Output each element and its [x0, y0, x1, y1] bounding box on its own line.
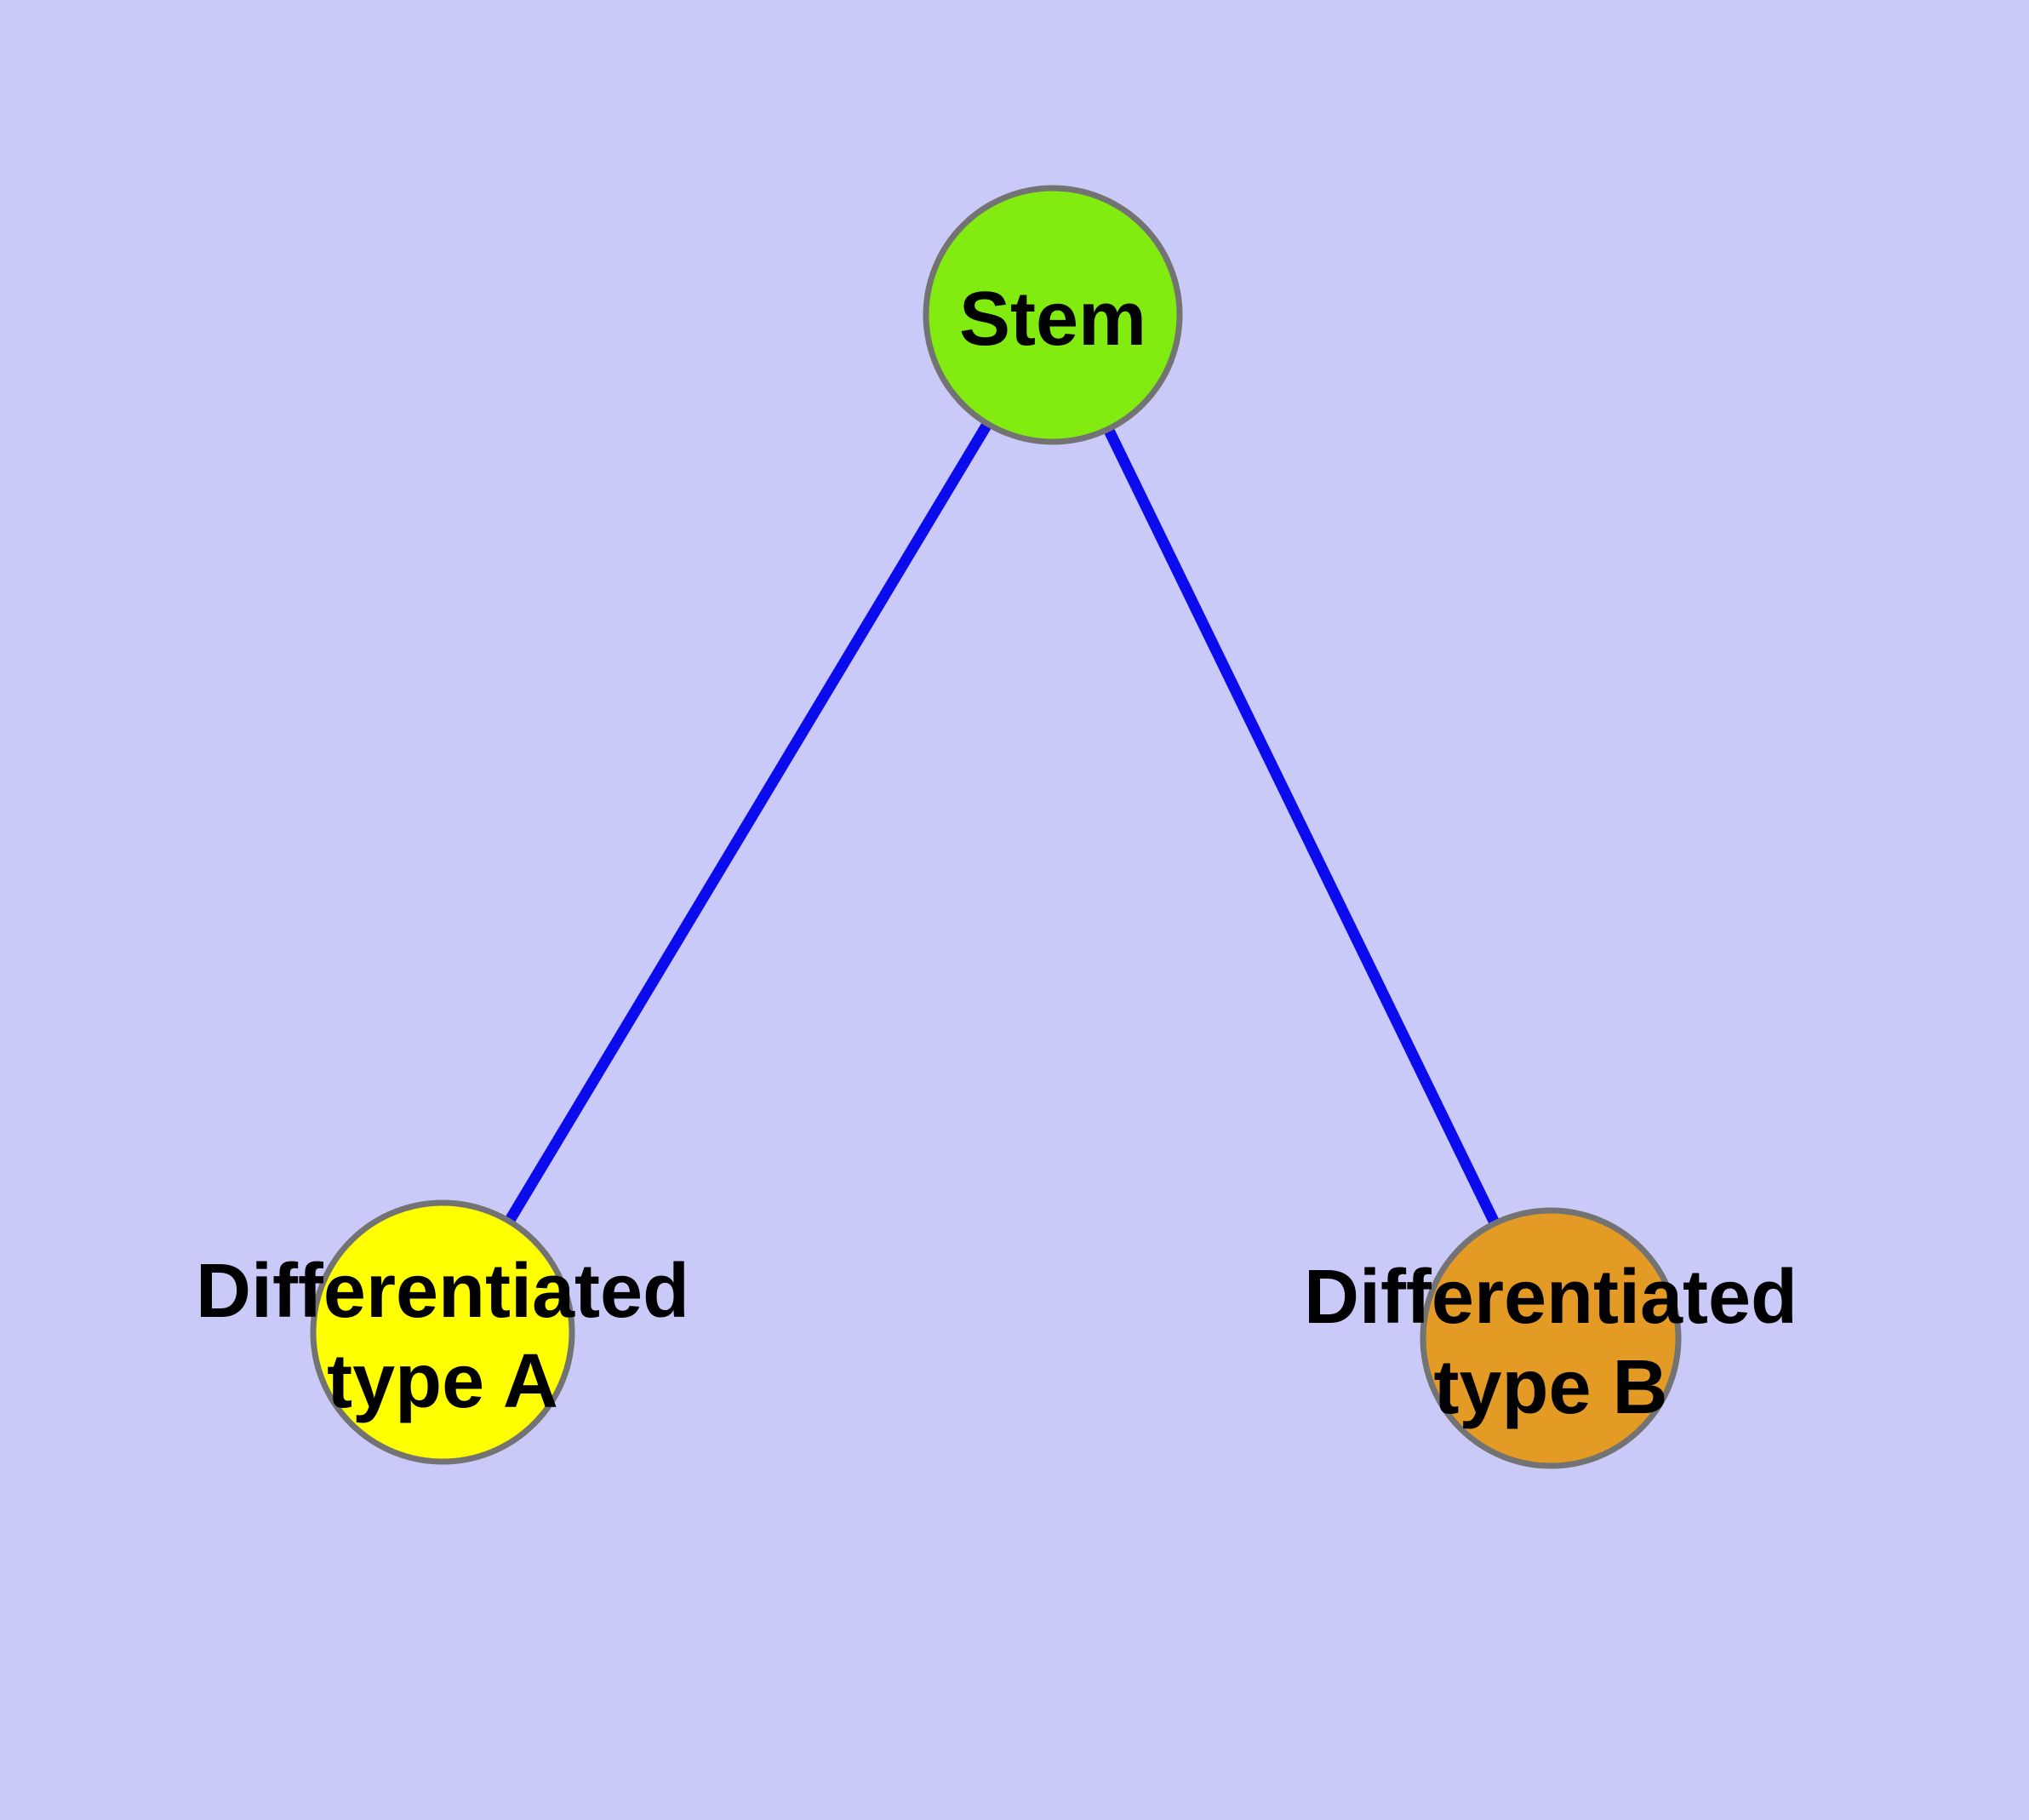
node-label-stem: Stem — [959, 277, 1146, 362]
node-label-differentiated-type-a-line-2: type A — [327, 1339, 558, 1424]
node-differentiated-type-a — [310, 1199, 575, 1465]
node-differentiated-type-b — [1420, 1207, 1682, 1469]
edge-stem-to-differentiated-type-a — [437, 312, 1058, 1336]
edge-stem-to-differentiated-type-b — [1048, 312, 1556, 1341]
node-label-differentiated-type-a-line-1: Differentiated — [196, 1249, 689, 1334]
node-label-differentiated-type-b-line-1: Differentiated — [1304, 1255, 1798, 1340]
node-label-differentiated-type-b-line-2: type B — [1433, 1345, 1667, 1430]
node-stem — [923, 185, 1183, 445]
